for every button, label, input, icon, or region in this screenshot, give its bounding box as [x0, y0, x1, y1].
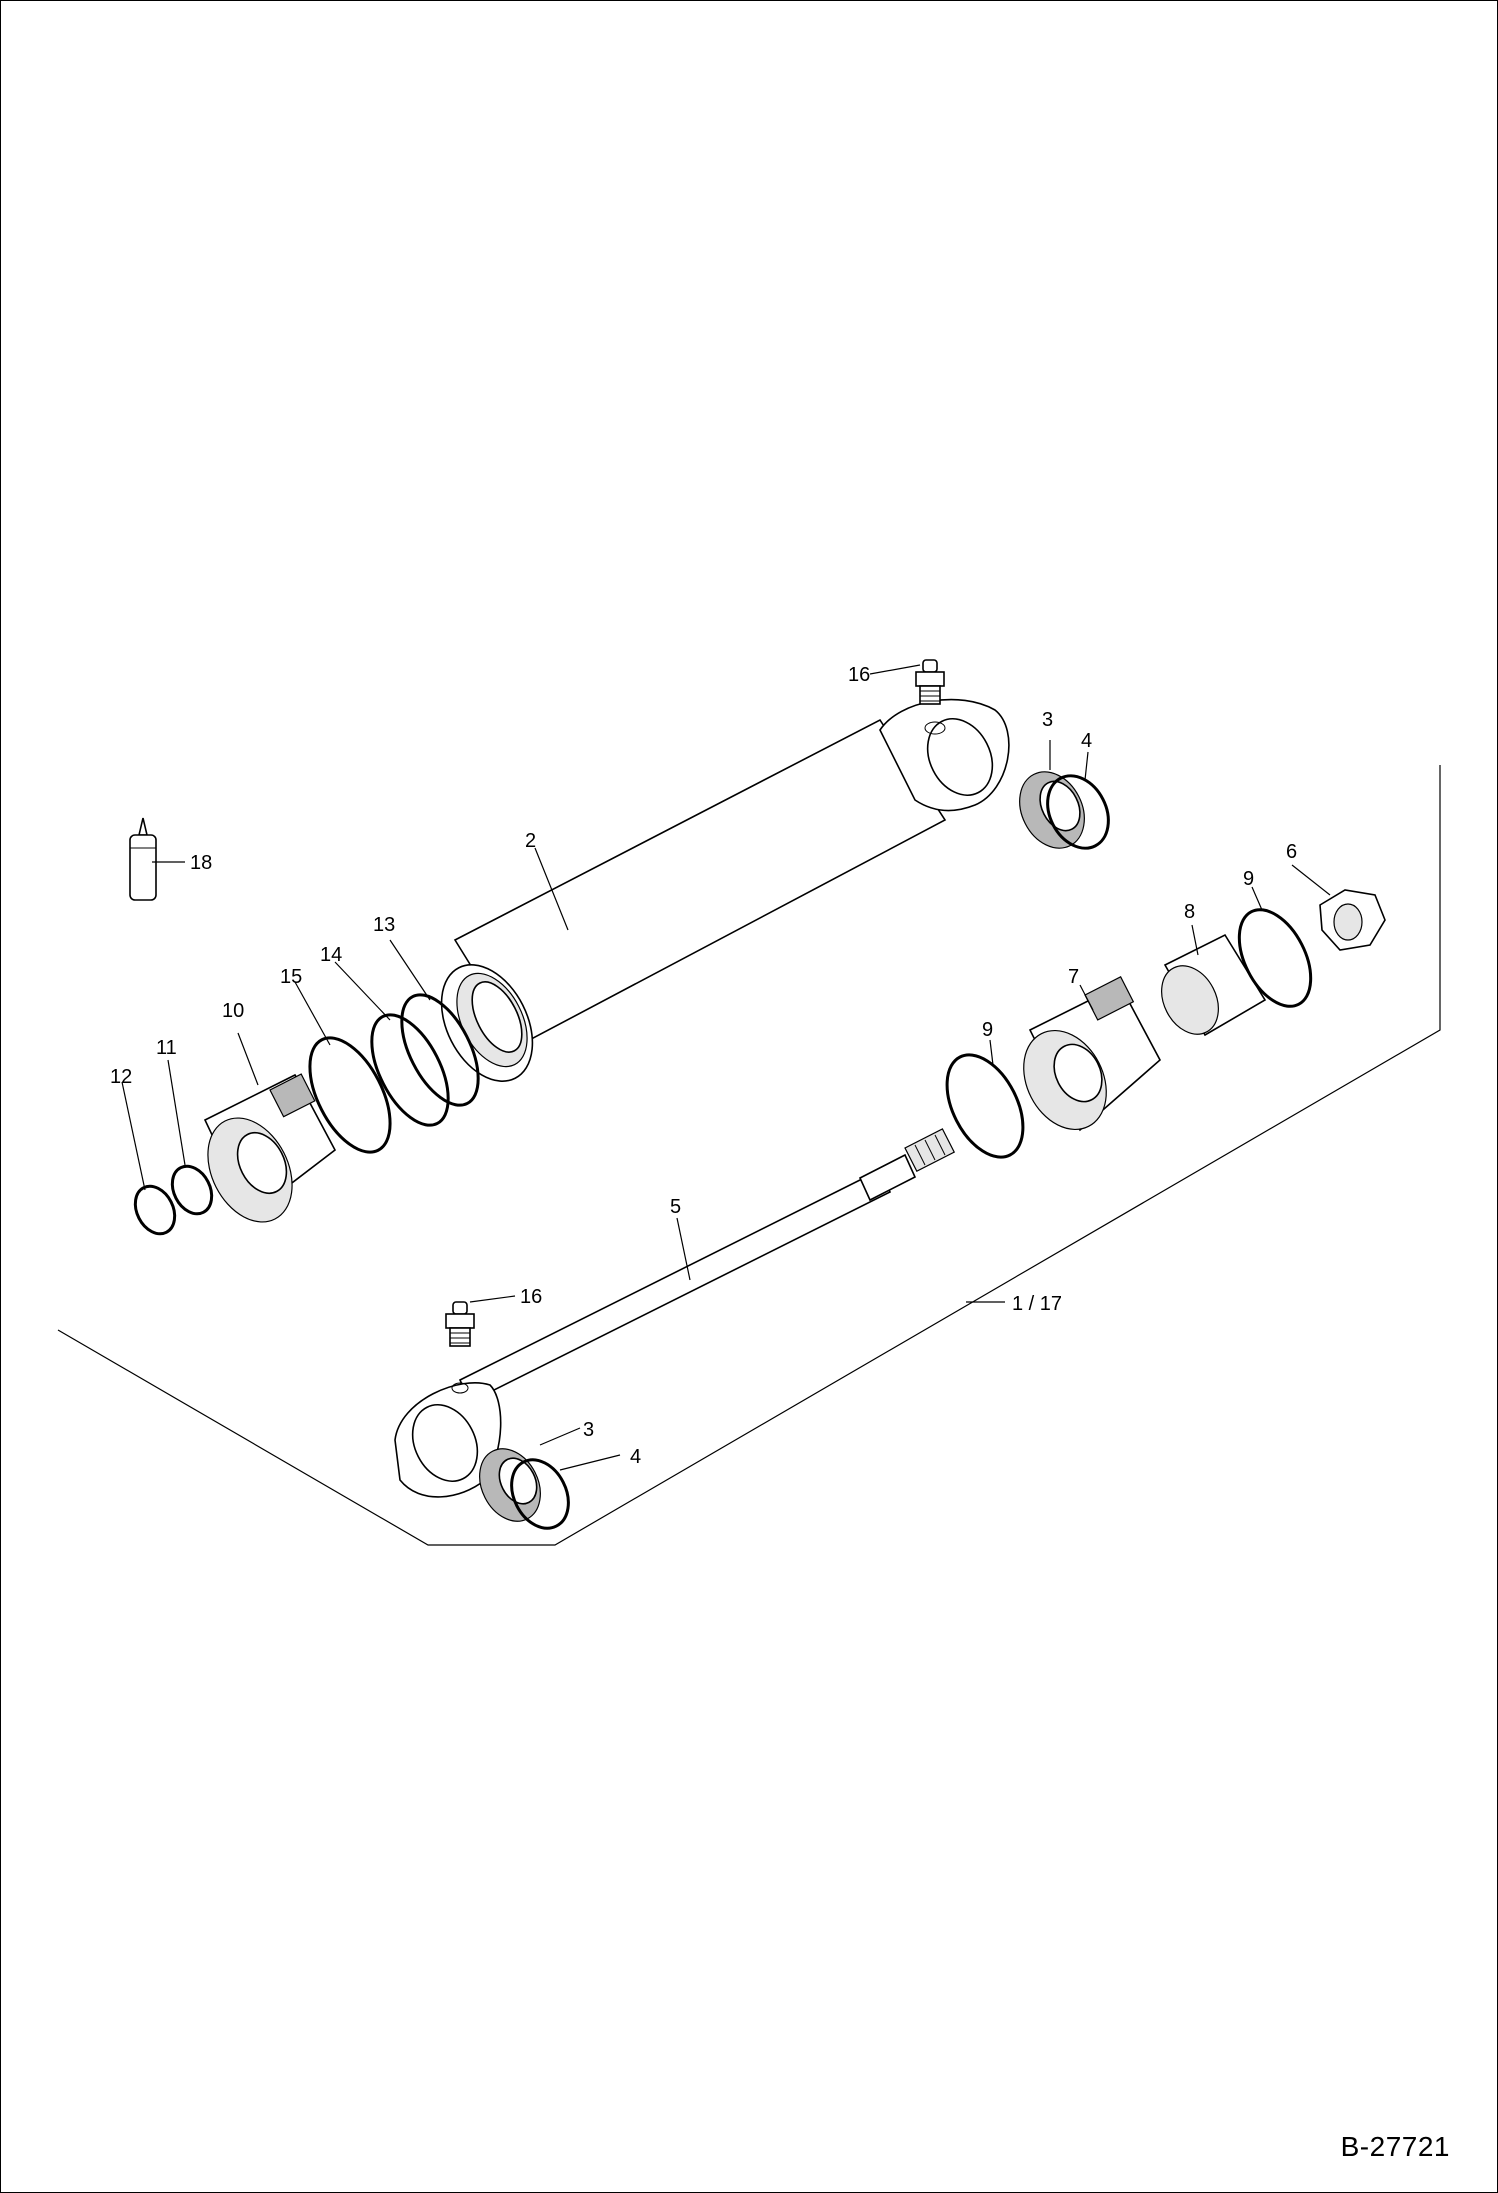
bearing-top: [1019, 771, 1085, 849]
callout-2: 2: [525, 830, 536, 852]
callout-12: 12: [110, 1066, 132, 1088]
callout-15: 15: [280, 966, 302, 988]
o-ring-15: [308, 1036, 392, 1154]
callout-18: 18: [190, 852, 212, 874]
rod-eye: [394, 1382, 502, 1498]
guide-head: [203, 1073, 337, 1223]
callout-10: 10: [222, 1000, 244, 1022]
piston-ring-9-right: [1237, 908, 1313, 1008]
rod-seal: [133, 1184, 177, 1236]
callout-labels: 18 2 16 3 4 6 8 9 7 9 5 1 / 17 16 3 4 10…: [110, 664, 1297, 1468]
wiper-ring: [170, 1164, 214, 1216]
grease-nipple-bottom: [445, 1301, 475, 1347]
callout-3-top: 3: [1042, 709, 1053, 731]
callout-4-bottom: 4: [630, 1446, 641, 1468]
callout-16-top: 16: [848, 664, 870, 686]
cylinder-tube: [440, 698, 1010, 1082]
callout-16-bottom: 16: [520, 1286, 542, 1308]
bearing-bottom: [479, 1448, 541, 1522]
grease-nipple-top: [915, 659, 945, 705]
callout-14: 14: [320, 944, 342, 966]
document-number: B-27721: [1340, 2131, 1450, 2162]
callout-1-17: 1 / 17: [1012, 1293, 1062, 1315]
callout-13: 13: [373, 914, 395, 936]
lock-nut: [1319, 889, 1386, 951]
callout-3-bottom: 3: [583, 1419, 594, 1441]
callout-7: 7: [1068, 966, 1079, 988]
leader-lines: [121, 664, 1331, 1471]
callout-11: 11: [156, 1037, 177, 1059]
o-ring-14: [370, 1013, 450, 1127]
o-ring-13: [400, 993, 480, 1107]
circlip-bottom: [510, 1458, 570, 1530]
callout-9-left: 9: [982, 1019, 993, 1041]
piston: [1023, 976, 1162, 1132]
adhesive-bottle: [129, 817, 157, 901]
callout-4-top: 4: [1081, 730, 1092, 752]
callout-8: 8: [1184, 901, 1195, 923]
piston-seal: [1161, 933, 1267, 1037]
circlip-top: [1046, 774, 1110, 850]
callout-6: 6: [1286, 841, 1297, 863]
callout-9-right: 9: [1243, 868, 1254, 890]
piston-rod: [458, 1128, 956, 1404]
assembly-outline: [57, 765, 1441, 1546]
piston-ring-9-left: [945, 1053, 1025, 1159]
callout-5: 5: [670, 1196, 681, 1218]
